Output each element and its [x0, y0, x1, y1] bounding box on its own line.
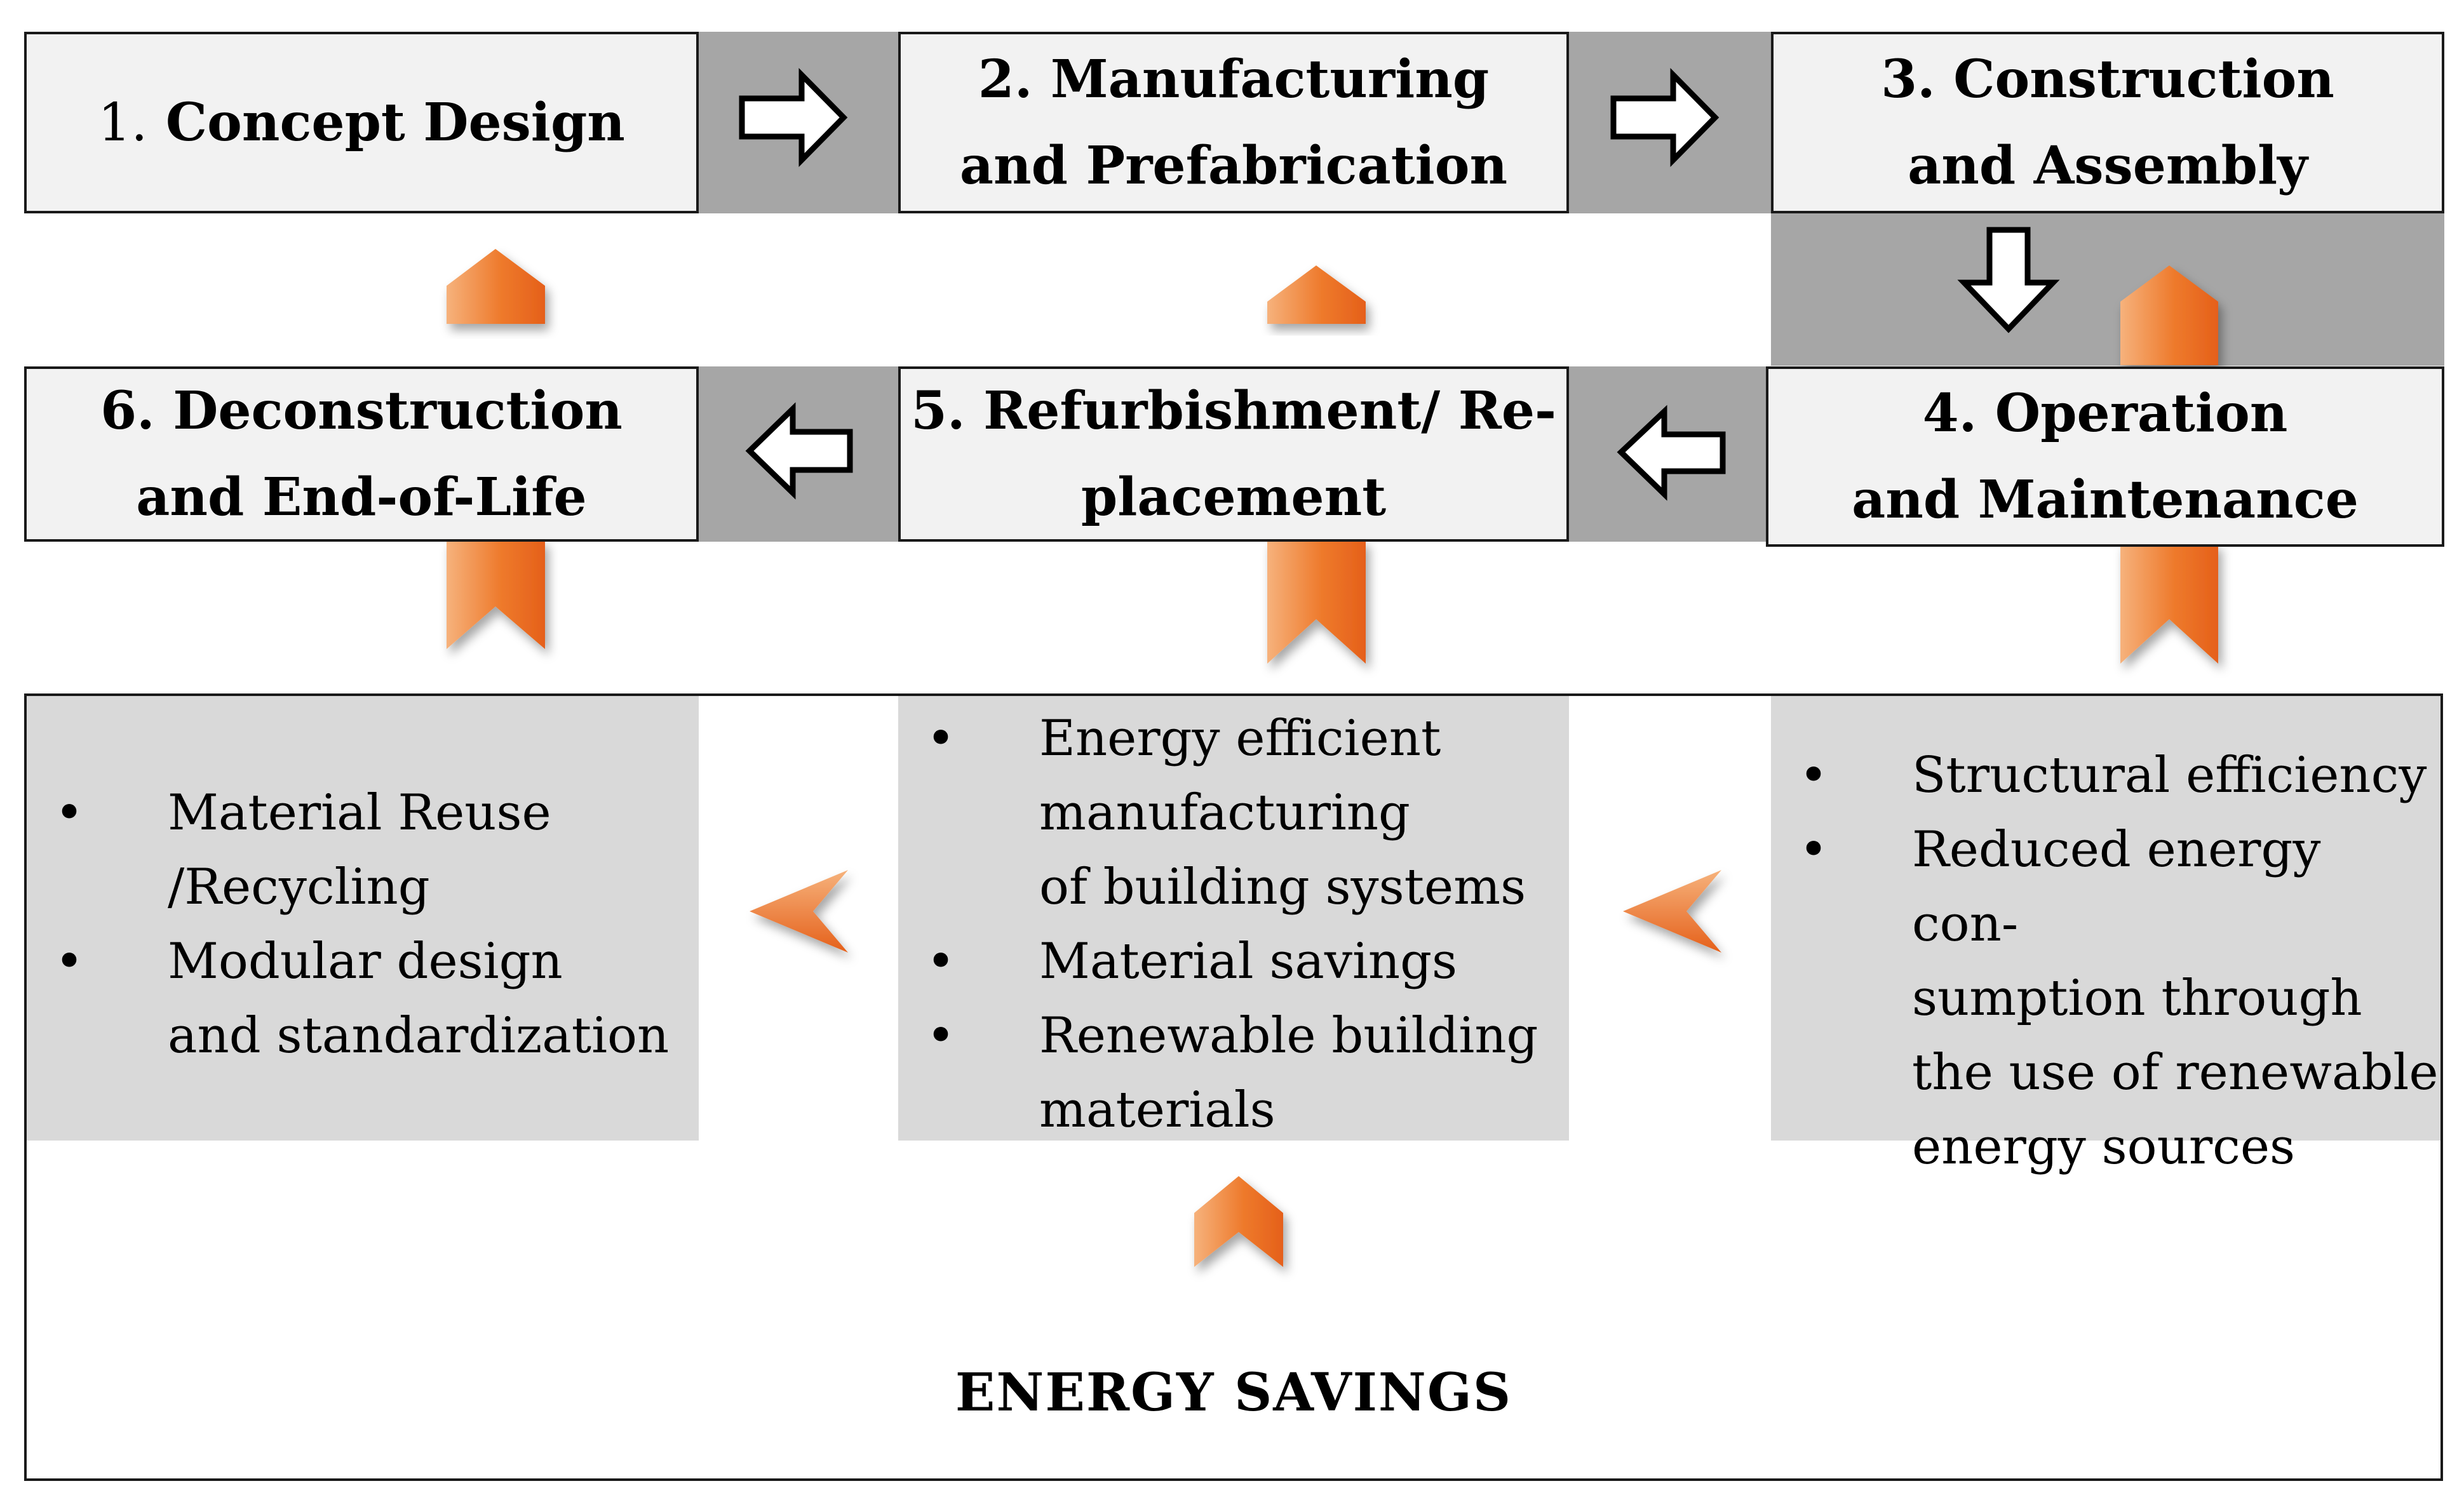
arrow-right-icon: [1610, 68, 1720, 167]
chevron-up-icon: [1194, 1176, 1283, 1267]
ribbon-up-arrow-icon: [1267, 540, 1366, 664]
stage-label-line: 3. Construction: [1881, 49, 2334, 110]
stage-manufacturing: 2. Manufacturing and Prefabrication: [898, 32, 1569, 213]
stage-label-line: 2. Manufacturing: [978, 49, 1490, 110]
ribbon-up-arrow-icon: [1267, 265, 1366, 324]
stage-label-line: and Prefabrication: [959, 135, 1508, 196]
chevron-left-icon: [1623, 870, 1721, 953]
benefit-item: Material Reuse/Recycling: [55, 776, 683, 925]
stage-number: 1.: [98, 92, 148, 153]
stage-label-line: and End-of-Life: [136, 467, 587, 528]
stage-label-line: 4. Operation: [1922, 383, 2288, 444]
arrow-right-icon: [739, 68, 848, 167]
benefit-item: Material savings: [926, 925, 1568, 999]
stage-concept-design: 1. Concept Design: [24, 32, 699, 213]
stage-refurbishment: 5. Refurbishment/ Re-placement: [898, 366, 1569, 542]
stage-operation: 4. Operation and Maintenance: [1766, 366, 2444, 547]
ribbon-up-arrow-icon: [2120, 265, 2218, 365]
ribbon-up-arrow-icon: [2120, 543, 2218, 664]
stage-label-line: 5. Refurbishment/ Re-: [910, 380, 1557, 441]
stage-label: Concept Design: [165, 91, 625, 153]
benefits-list-left: Material Reuse/Recycling Modular designa…: [55, 776, 683, 1073]
chevron-left-icon: [750, 870, 848, 953]
arrow-left-icon: [745, 402, 853, 500]
benefit-item: Structural efficiency: [1799, 739, 2440, 813]
connector-band-3-4: [1771, 213, 2444, 366]
arrow-left-icon: [1617, 405, 1726, 501]
stage-construction: 3. Construction and Assembly: [1771, 32, 2444, 213]
stage-label-line: placement: [1081, 467, 1387, 528]
arrow-down-icon: [1957, 227, 2060, 333]
energy-savings-title: ENERGY SAVINGS: [955, 1362, 1512, 1423]
ribbon-up-arrow-icon: [447, 540, 545, 649]
benefits-list-right: Structural efficiency Reduced energy con…: [1799, 739, 2440, 1184]
stage-label-line: 6. Deconstruction: [100, 380, 623, 441]
stage-label-line: and Assembly: [1908, 135, 2308, 196]
stage-deconstruction: 6. Deconstruction and End-of-Life: [24, 366, 699, 542]
stage-label-line: and Maintenance: [1852, 469, 2359, 530]
ribbon-up-arrow-icon: [447, 249, 545, 324]
